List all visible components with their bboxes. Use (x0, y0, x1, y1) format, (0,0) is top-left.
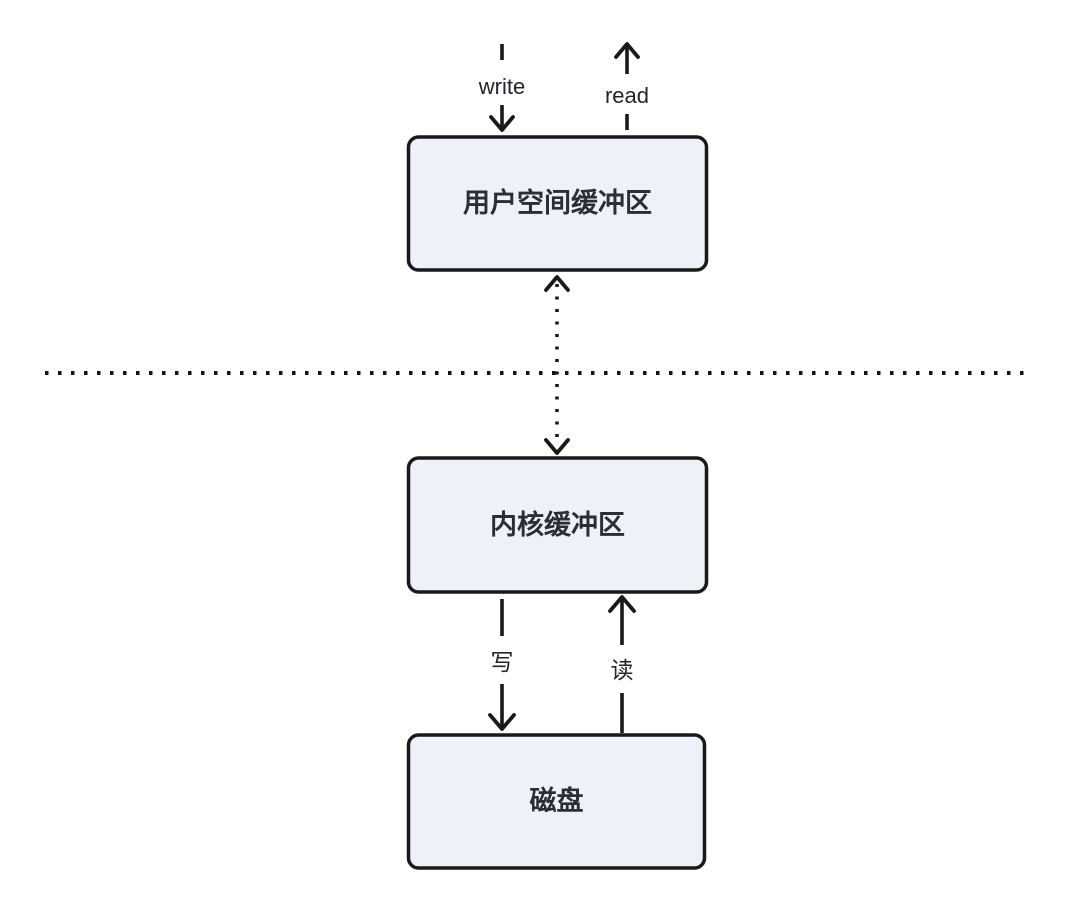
disk-read-arrow: 读 (608, 595, 636, 733)
node-user-space-buffer-label: 用户空间缓冲区 (463, 187, 652, 218)
user-kernel-copy-arrow (544, 275, 570, 455)
disk-read-arrowhead-up-icon (608, 595, 636, 613)
node-kernel-buffer-box (406, 456, 709, 594)
read-arrow: read (605, 42, 649, 130)
write-arrow-label: write (478, 74, 525, 99)
read-arrow-label: read (605, 83, 649, 108)
node-disk-label: 磁盘 (530, 785, 584, 816)
node-disk-box (406, 733, 707, 870)
write-arrow: write (478, 44, 525, 132)
kernel-write-arrow: 写 (488, 599, 516, 731)
node-disk: 磁盘 (406, 733, 707, 870)
kernel-write-label: 写 (491, 649, 514, 675)
copy-arrowhead-up-icon (544, 275, 570, 292)
node-user-space-buffer: 用户空间缓冲区 (406, 135, 709, 272)
node-user-space-buffer-box (406, 135, 709, 272)
node-kernel-buffer-label: 内核缓冲区 (490, 509, 625, 540)
disk-read-label: 读 (611, 657, 634, 683)
copy-arrowhead-down-icon (544, 438, 570, 455)
kernel-write-arrowhead-down-icon (488, 713, 516, 731)
node-kernel-buffer: 内核缓冲区 (406, 456, 709, 594)
write-arrowhead-down-icon (489, 115, 515, 132)
read-arrowhead-up-icon (614, 42, 640, 59)
